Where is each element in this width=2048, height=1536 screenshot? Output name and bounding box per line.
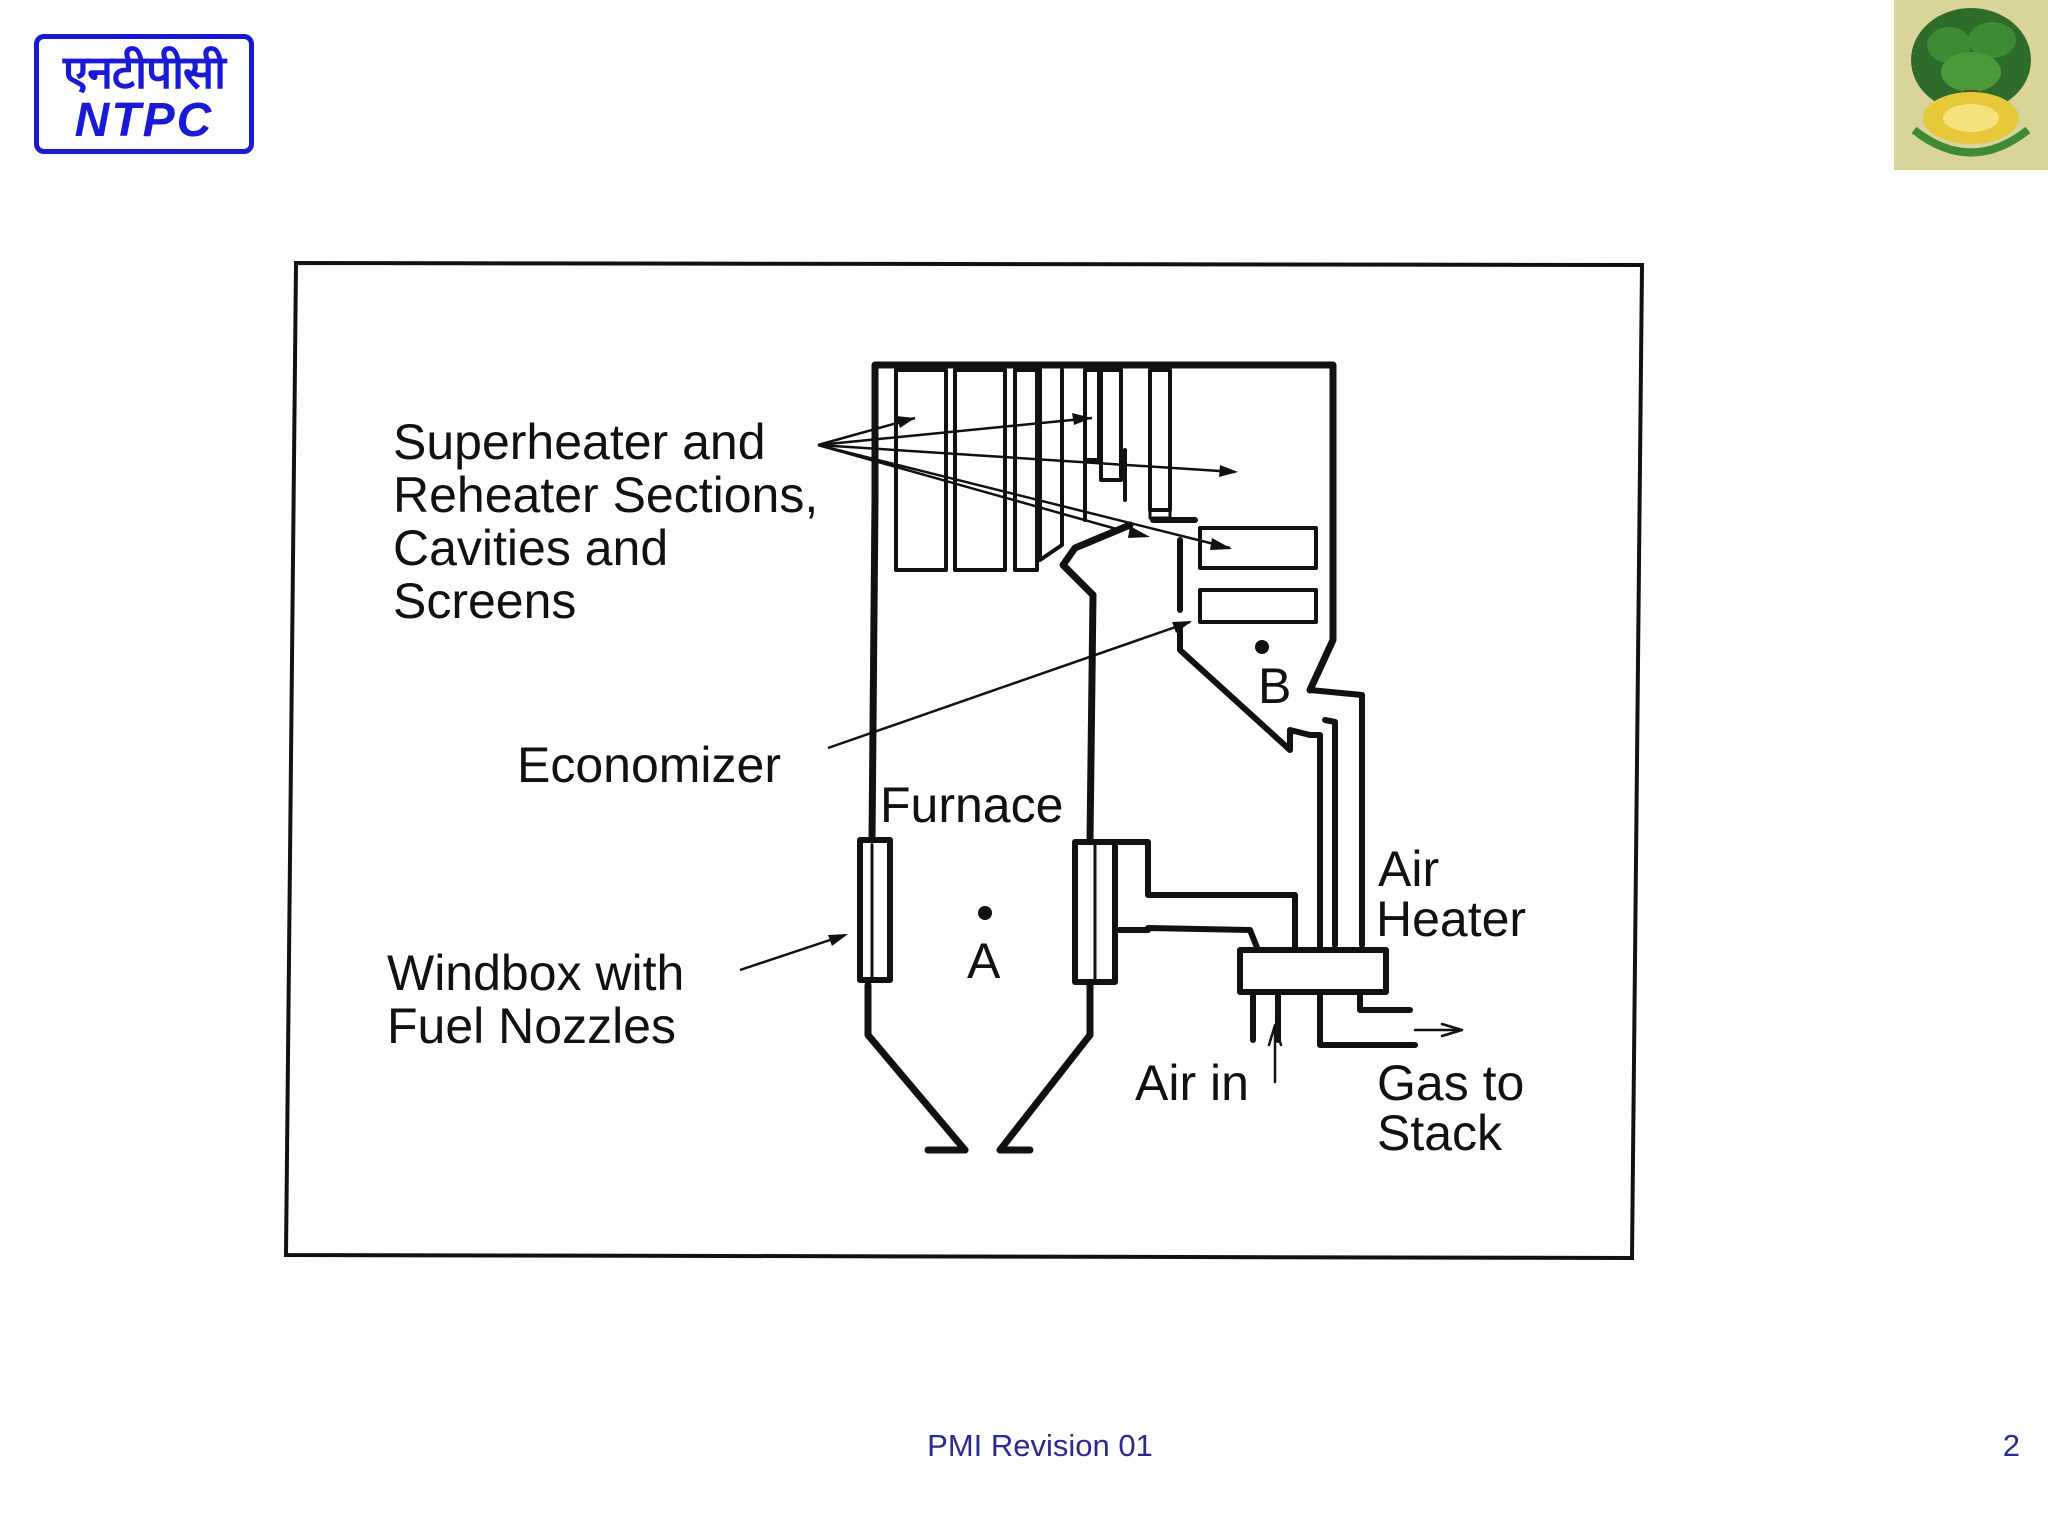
air-heater-label-line1: Air [1378,841,1439,897]
superheater-label-line4: Screens [393,573,576,629]
furnace-right-wall [1086,591,1097,844]
point-b-label: B [1258,658,1291,714]
air-in-label: Air in [1135,1055,1249,1111]
furnace-label: Furnace [880,777,1063,833]
footer-revision: PMI Revision 01 [927,1428,1153,1463]
gas-to-stack-label-line1: Gas to [1377,1055,1524,1111]
economizer-label: Economizer [517,737,781,793]
page-number: 2 [2002,1428,2020,1463]
air-heater-label-line2: Heater [1376,891,1526,947]
furnace-left-hopper [864,981,969,1154]
point-b-dot [1255,640,1269,654]
tree-emblem-icon [1894,0,2048,170]
furnace-right-hopper [996,981,1094,1154]
boiler-roof-wall [871,361,1337,694]
furnace-nose [1059,521,1134,599]
windbox-label-line2: Fuel Nozzles [387,998,676,1054]
air-heater-box [1237,947,1389,995]
gas-to-stack-label-line2: Stack [1377,1105,1503,1161]
point-a-dot [978,906,992,920]
superheater-label-line1: Superheater and [393,414,766,470]
right-windbox [1072,839,1118,985]
point-a-label: A [967,933,1001,989]
diagram-frame [283,260,1645,1261]
left-windbox [857,837,893,983]
furnace-left-wall-upper [868,496,879,844]
logo-hindi-text: एनटीपीसी [62,45,226,99]
superheater-label-line2: Reheater Sections, [393,467,818,523]
gas-duct-outer [1307,687,1365,948]
backpass-hopper [1177,622,1313,753]
ntpc-logo: एनटीपीसी NTPC [34,34,254,154]
logo-english-text: NTPC [74,94,214,147]
windbox-label-line1: Windbox with [387,945,684,1001]
superheater-label-line3: Cavities and [393,520,668,576]
